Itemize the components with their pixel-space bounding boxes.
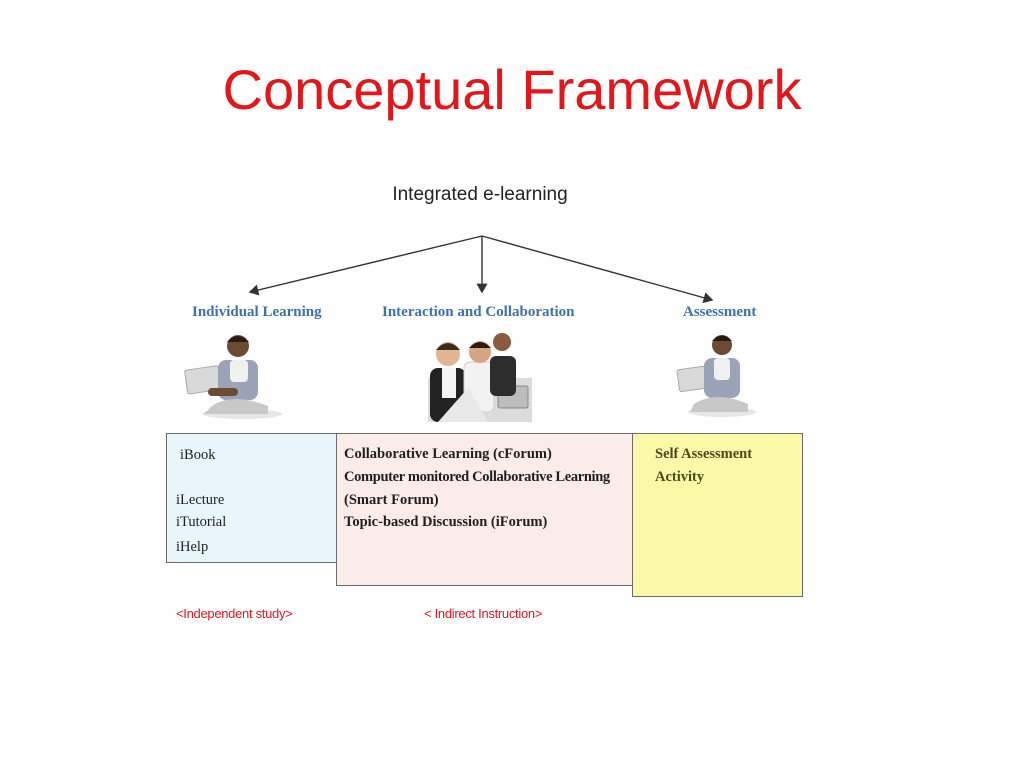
group-collaboration-icon bbox=[428, 333, 532, 422]
item-itutorial: iTutorial bbox=[176, 514, 227, 530]
branch-individual-learning: Individual Learning bbox=[192, 304, 322, 320]
assessment-box bbox=[632, 433, 803, 597]
item-self-assessment: Self Assessment bbox=[655, 446, 753, 462]
item-topic-discussion: Topic-based Discussion (iForum) bbox=[344, 514, 548, 530]
individual-learning-box bbox=[166, 433, 342, 563]
footnote-indirect-instruction: < Indirect Instruction> bbox=[424, 606, 543, 621]
item-smart-forum: (Smart Forum) bbox=[344, 492, 439, 508]
branch-interaction-collaboration: Interaction and Collaboration bbox=[382, 304, 575, 320]
item-computer-monitored: Computer monitored Collaborative Learnin… bbox=[344, 469, 610, 485]
slide-title: Conceptual Framework bbox=[222, 58, 802, 121]
interaction-collaboration-box bbox=[336, 433, 633, 586]
connector-root-to-assessment bbox=[481, 235, 714, 304]
item-ihelp: iHelp bbox=[176, 539, 209, 555]
student-assessment-icon bbox=[676, 335, 756, 417]
branch-assessment: Assessment bbox=[683, 304, 757, 320]
item-collaborative-learning: Collaborative Learning (cForum) bbox=[344, 446, 552, 462]
footnote-independent-study: <Independent study> bbox=[176, 606, 293, 621]
student-laptop-icon bbox=[184, 335, 282, 419]
item-ilecture: iLecture bbox=[176, 492, 225, 508]
item-ibook: iBook bbox=[180, 447, 216, 463]
item-activity: Activity bbox=[655, 469, 705, 485]
connector-root-to-individual bbox=[248, 235, 483, 296]
root-node-label: Integrated e-learning bbox=[392, 184, 568, 205]
